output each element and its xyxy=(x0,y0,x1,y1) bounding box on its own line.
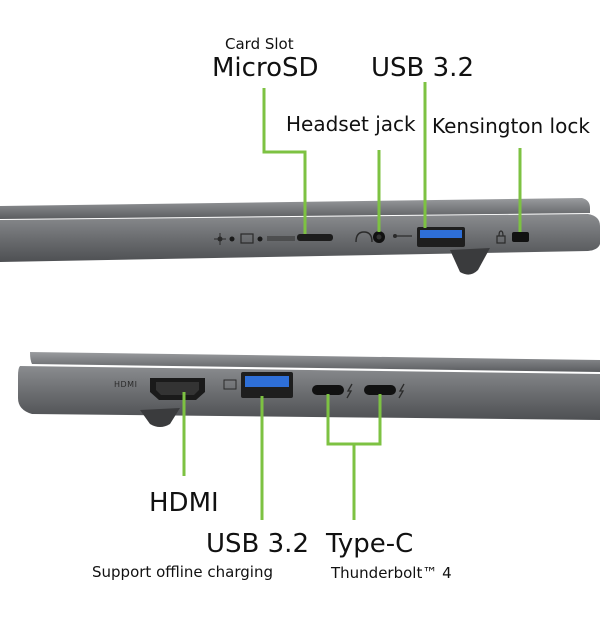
type-c-port-2 xyxy=(364,385,396,395)
usb-label-bottom: USB 3.2 xyxy=(206,531,309,557)
type-c-label: Type-C xyxy=(326,531,413,557)
hdmi-port-marking: HDMI xyxy=(114,381,137,389)
microsd-label: MicroSD xyxy=(212,55,319,81)
kensington-slot xyxy=(512,232,529,242)
indicator-dot xyxy=(258,237,263,242)
laptop-left-side xyxy=(18,352,600,427)
headset-jack-label: Headset jack xyxy=(286,114,416,134)
usb-charging-caption: Support offline charging xyxy=(92,565,273,580)
foot-bottom xyxy=(140,408,180,427)
usb-label-top: USB 3.2 xyxy=(371,55,474,81)
microsd-slot xyxy=(297,234,333,241)
card-slot-caption: Card Slot xyxy=(225,37,294,52)
chassis-bottom xyxy=(18,366,600,420)
hdmi-label: HDMI xyxy=(149,490,219,516)
indicator-dot xyxy=(230,237,235,242)
laptop-right-side xyxy=(0,198,600,275)
kensington-lock-label: Kensington lock xyxy=(432,116,590,136)
foot-top xyxy=(450,248,490,275)
type-c-port-1 xyxy=(312,385,344,395)
thunderbolt-caption: Thunderbolt™ 4 xyxy=(331,566,452,581)
card-slot-marking xyxy=(267,236,295,241)
